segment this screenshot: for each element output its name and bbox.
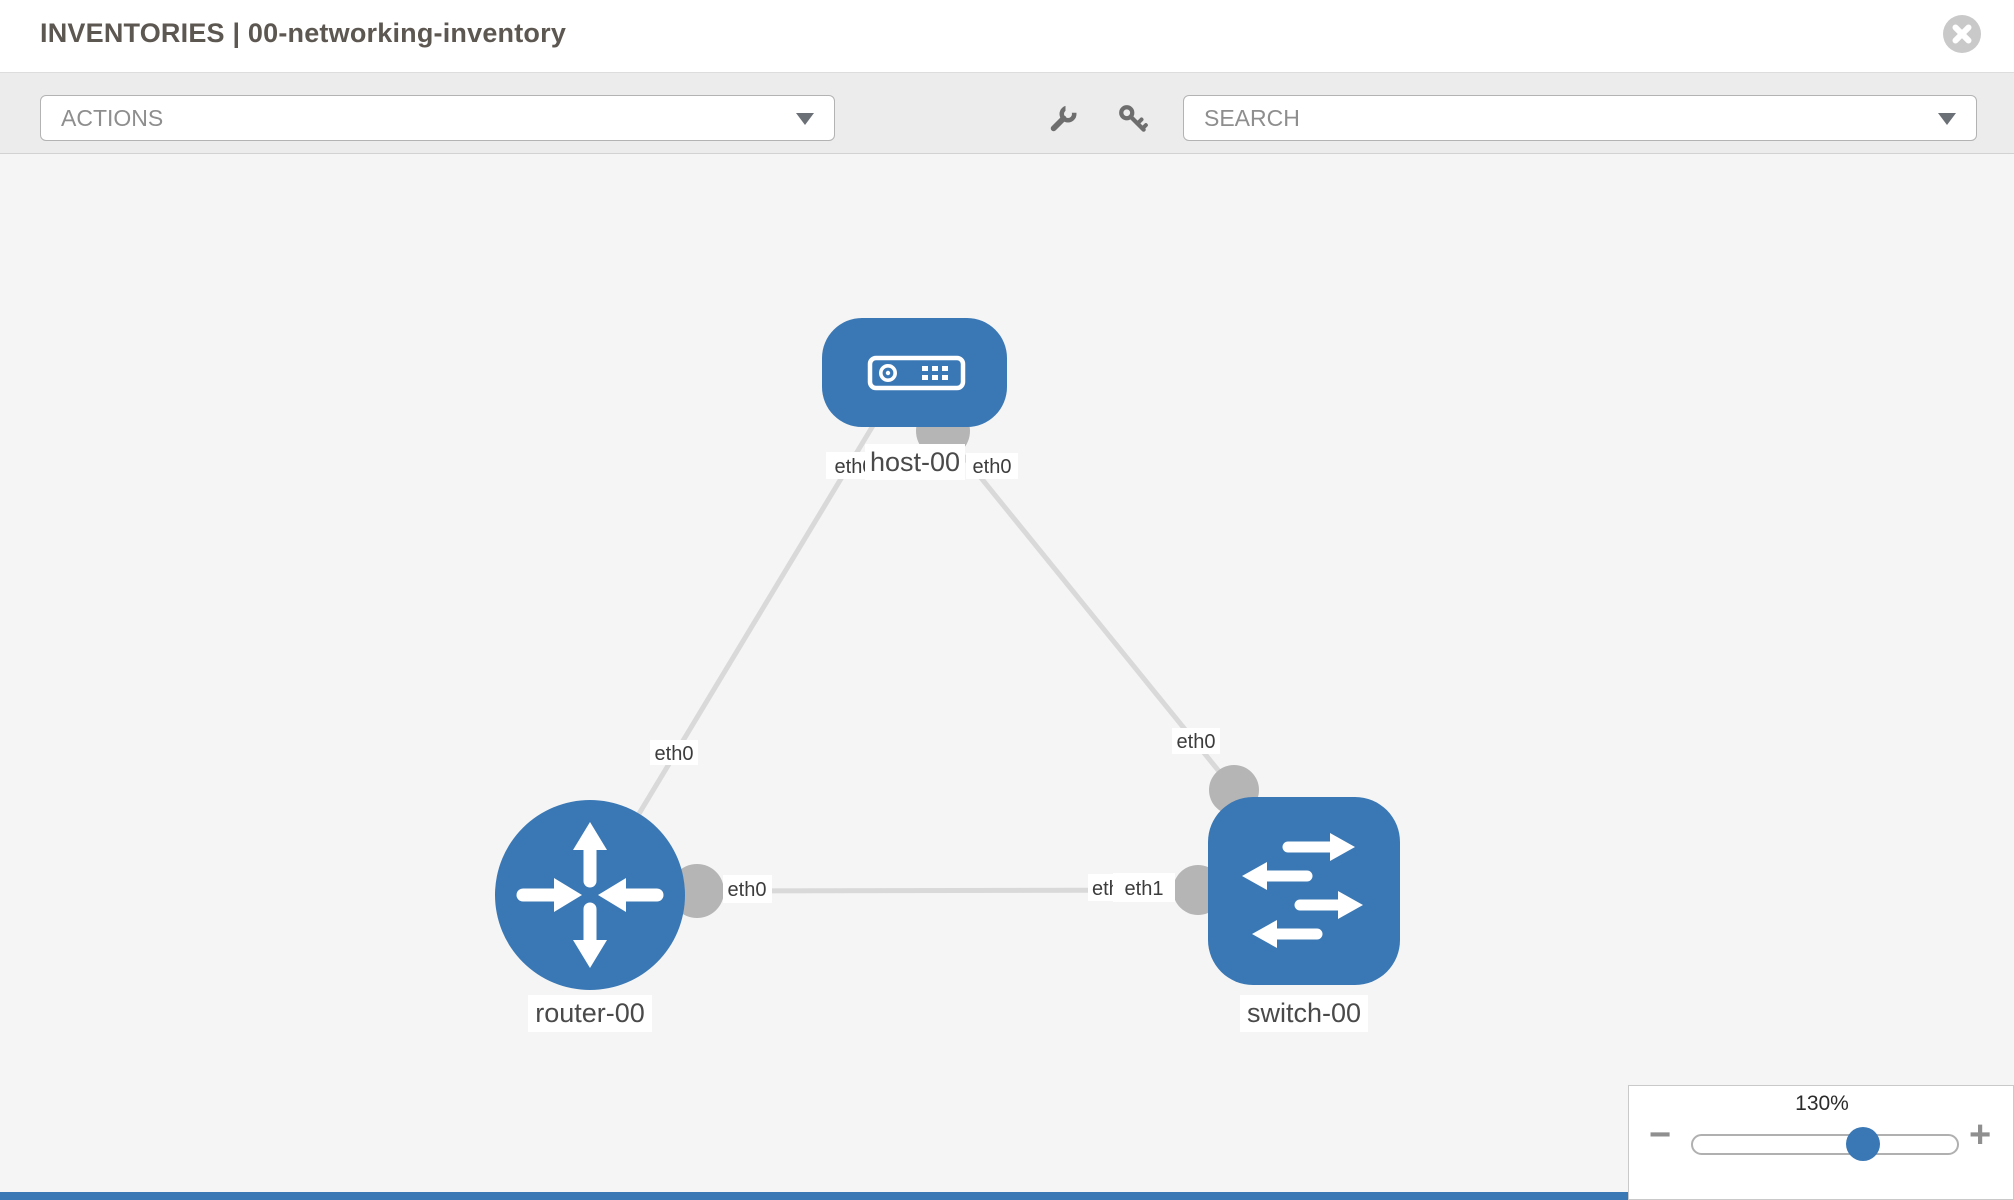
configure-button[interactable]: [1041, 97, 1085, 141]
node-router-00[interactable]: [495, 800, 685, 990]
svg-text:eth0: eth0: [973, 456, 1012, 478]
svg-text:eth0: eth0: [655, 743, 694, 765]
zoom-slider-track[interactable]: [1691, 1134, 1959, 1155]
zoom-slider-handle[interactable]: [1846, 1127, 1880, 1161]
host-node-shape[interactable]: [822, 318, 1007, 427]
bottom-strip: [0, 1192, 1628, 1200]
if-label-switch-top: eth0: [1172, 728, 1220, 754]
host-icon: [867, 355, 966, 391]
node-label-router: router-00: [528, 995, 652, 1032]
link-host-switch[interactable]: [941, 429, 1254, 814]
toolbar: ACTIONS SEARCH: [0, 72, 2014, 154]
actions-dropdown[interactable]: ACTIONS: [40, 95, 835, 141]
node-switch-00[interactable]: [1208, 797, 1400, 985]
switch-node-shape[interactable]: [1208, 797, 1400, 985]
router-node-shape[interactable]: [495, 800, 685, 990]
search-dropdown-label: SEARCH: [1204, 104, 1300, 131]
node-host-00[interactable]: [822, 318, 1007, 427]
credentials-button[interactable]: [1111, 97, 1155, 141]
search-dropdown[interactable]: SEARCH: [1183, 95, 1977, 141]
wrench-icon: [1050, 104, 1078, 132]
topology-canvas[interactable]: eth0 eth0 eth0 eth0 eth0 eth0 eth1: [0, 154, 2014, 1200]
chevron-down-icon: [1938, 113, 1956, 125]
svg-text:host-00: host-00: [870, 447, 960, 477]
actions-dropdown-label: ACTIONS: [61, 104, 164, 131]
svg-text:switch-00: switch-00: [1247, 998, 1361, 1028]
page-title: INVENTORIES | 00-networking-inventory: [40, 18, 567, 48]
chevron-down-icon: [796, 113, 814, 125]
if-label-router-top: eth0: [650, 740, 698, 765]
router-icon: [516, 822, 664, 968]
zoom-panel: 130% − +: [1628, 1085, 2014, 1200]
if-label-switch-left-front: eth1: [1113, 873, 1175, 902]
close-button[interactable]: [1943, 15, 1981, 53]
svg-text:eth0: eth0: [728, 879, 767, 901]
page-header: INVENTORIES | 00-networking-inventory: [0, 0, 2014, 72]
if-label-host-right: eth0: [966, 453, 1018, 479]
zoom-out-button[interactable]: −: [1649, 1114, 1672, 1156]
svg-text:router-00: router-00: [535, 998, 645, 1028]
zoom-level: 130%: [1795, 1092, 1849, 1115]
if-label-router-right: eth0: [723, 875, 772, 903]
svg-text:eth0: eth0: [835, 456, 874, 478]
close-icon: [1943, 15, 1981, 53]
link-host-router[interactable]: [587, 402, 889, 897]
svg-text:eth0: eth0: [1177, 731, 1216, 753]
node-label-host: host-00: [865, 444, 965, 480]
svg-text:eth1: eth1: [1125, 878, 1164, 900]
zoom-in-button[interactable]: +: [1969, 1114, 1992, 1156]
node-label-switch: switch-00: [1240, 995, 1368, 1032]
key-icon: [1119, 105, 1148, 132]
switch-icon: [1242, 833, 1363, 948]
